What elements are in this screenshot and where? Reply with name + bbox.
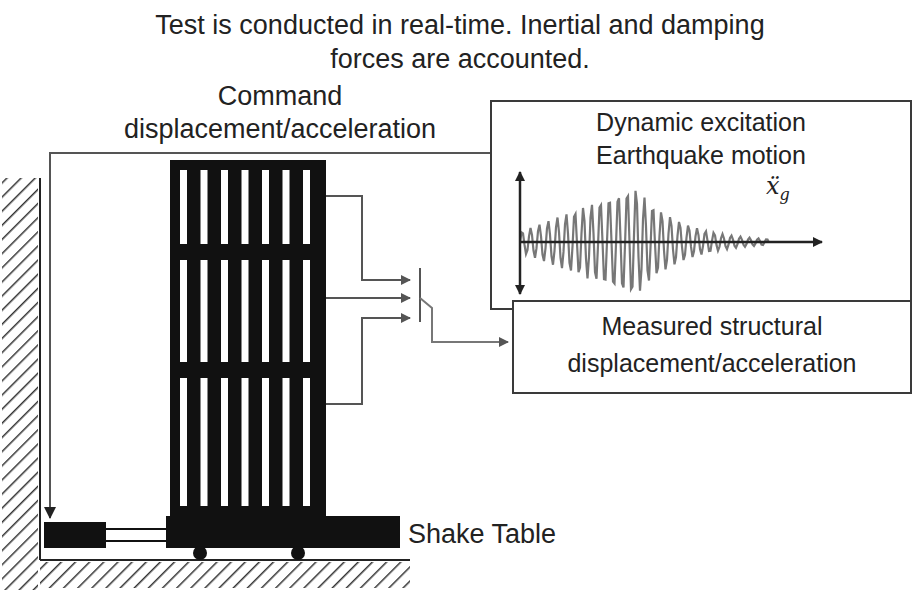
signal-name: ẍg <box>764 172 792 204</box>
command-label: Command displacement/acceleration <box>90 80 470 146</box>
waveform-graph <box>506 168 906 298</box>
shake-table <box>166 516 400 548</box>
actuator-rod <box>106 540 168 542</box>
table-label: Shake Table <box>408 518 556 550</box>
note-text: Test is conducted in real-time. Inertial… <box>130 8 790 76</box>
switch <box>419 268 421 322</box>
box-text: Dynamic excitation Earthquake motion <box>492 102 910 172</box>
wall-hatch <box>2 178 38 590</box>
measurement-box: Measured structural displacement/acceler… <box>512 300 912 394</box>
sensor-line <box>326 297 410 299</box>
excitation-box: Dynamic excitation Earthquake motionẍg <box>490 100 912 310</box>
wheel <box>193 546 207 560</box>
sensor-line <box>326 318 410 404</box>
actuator-rod <box>106 528 168 530</box>
actuator <box>44 522 106 548</box>
wall-line <box>39 178 41 560</box>
structure-frame <box>170 160 326 516</box>
structure-slots <box>180 170 310 506</box>
ground-hatch <box>40 562 410 588</box>
wheel <box>291 546 305 560</box>
ground-line <box>40 559 410 561</box>
box-text: Measured structural displacement/acceler… <box>514 302 910 386</box>
sensor-line <box>326 196 410 280</box>
command-line <box>50 153 492 518</box>
